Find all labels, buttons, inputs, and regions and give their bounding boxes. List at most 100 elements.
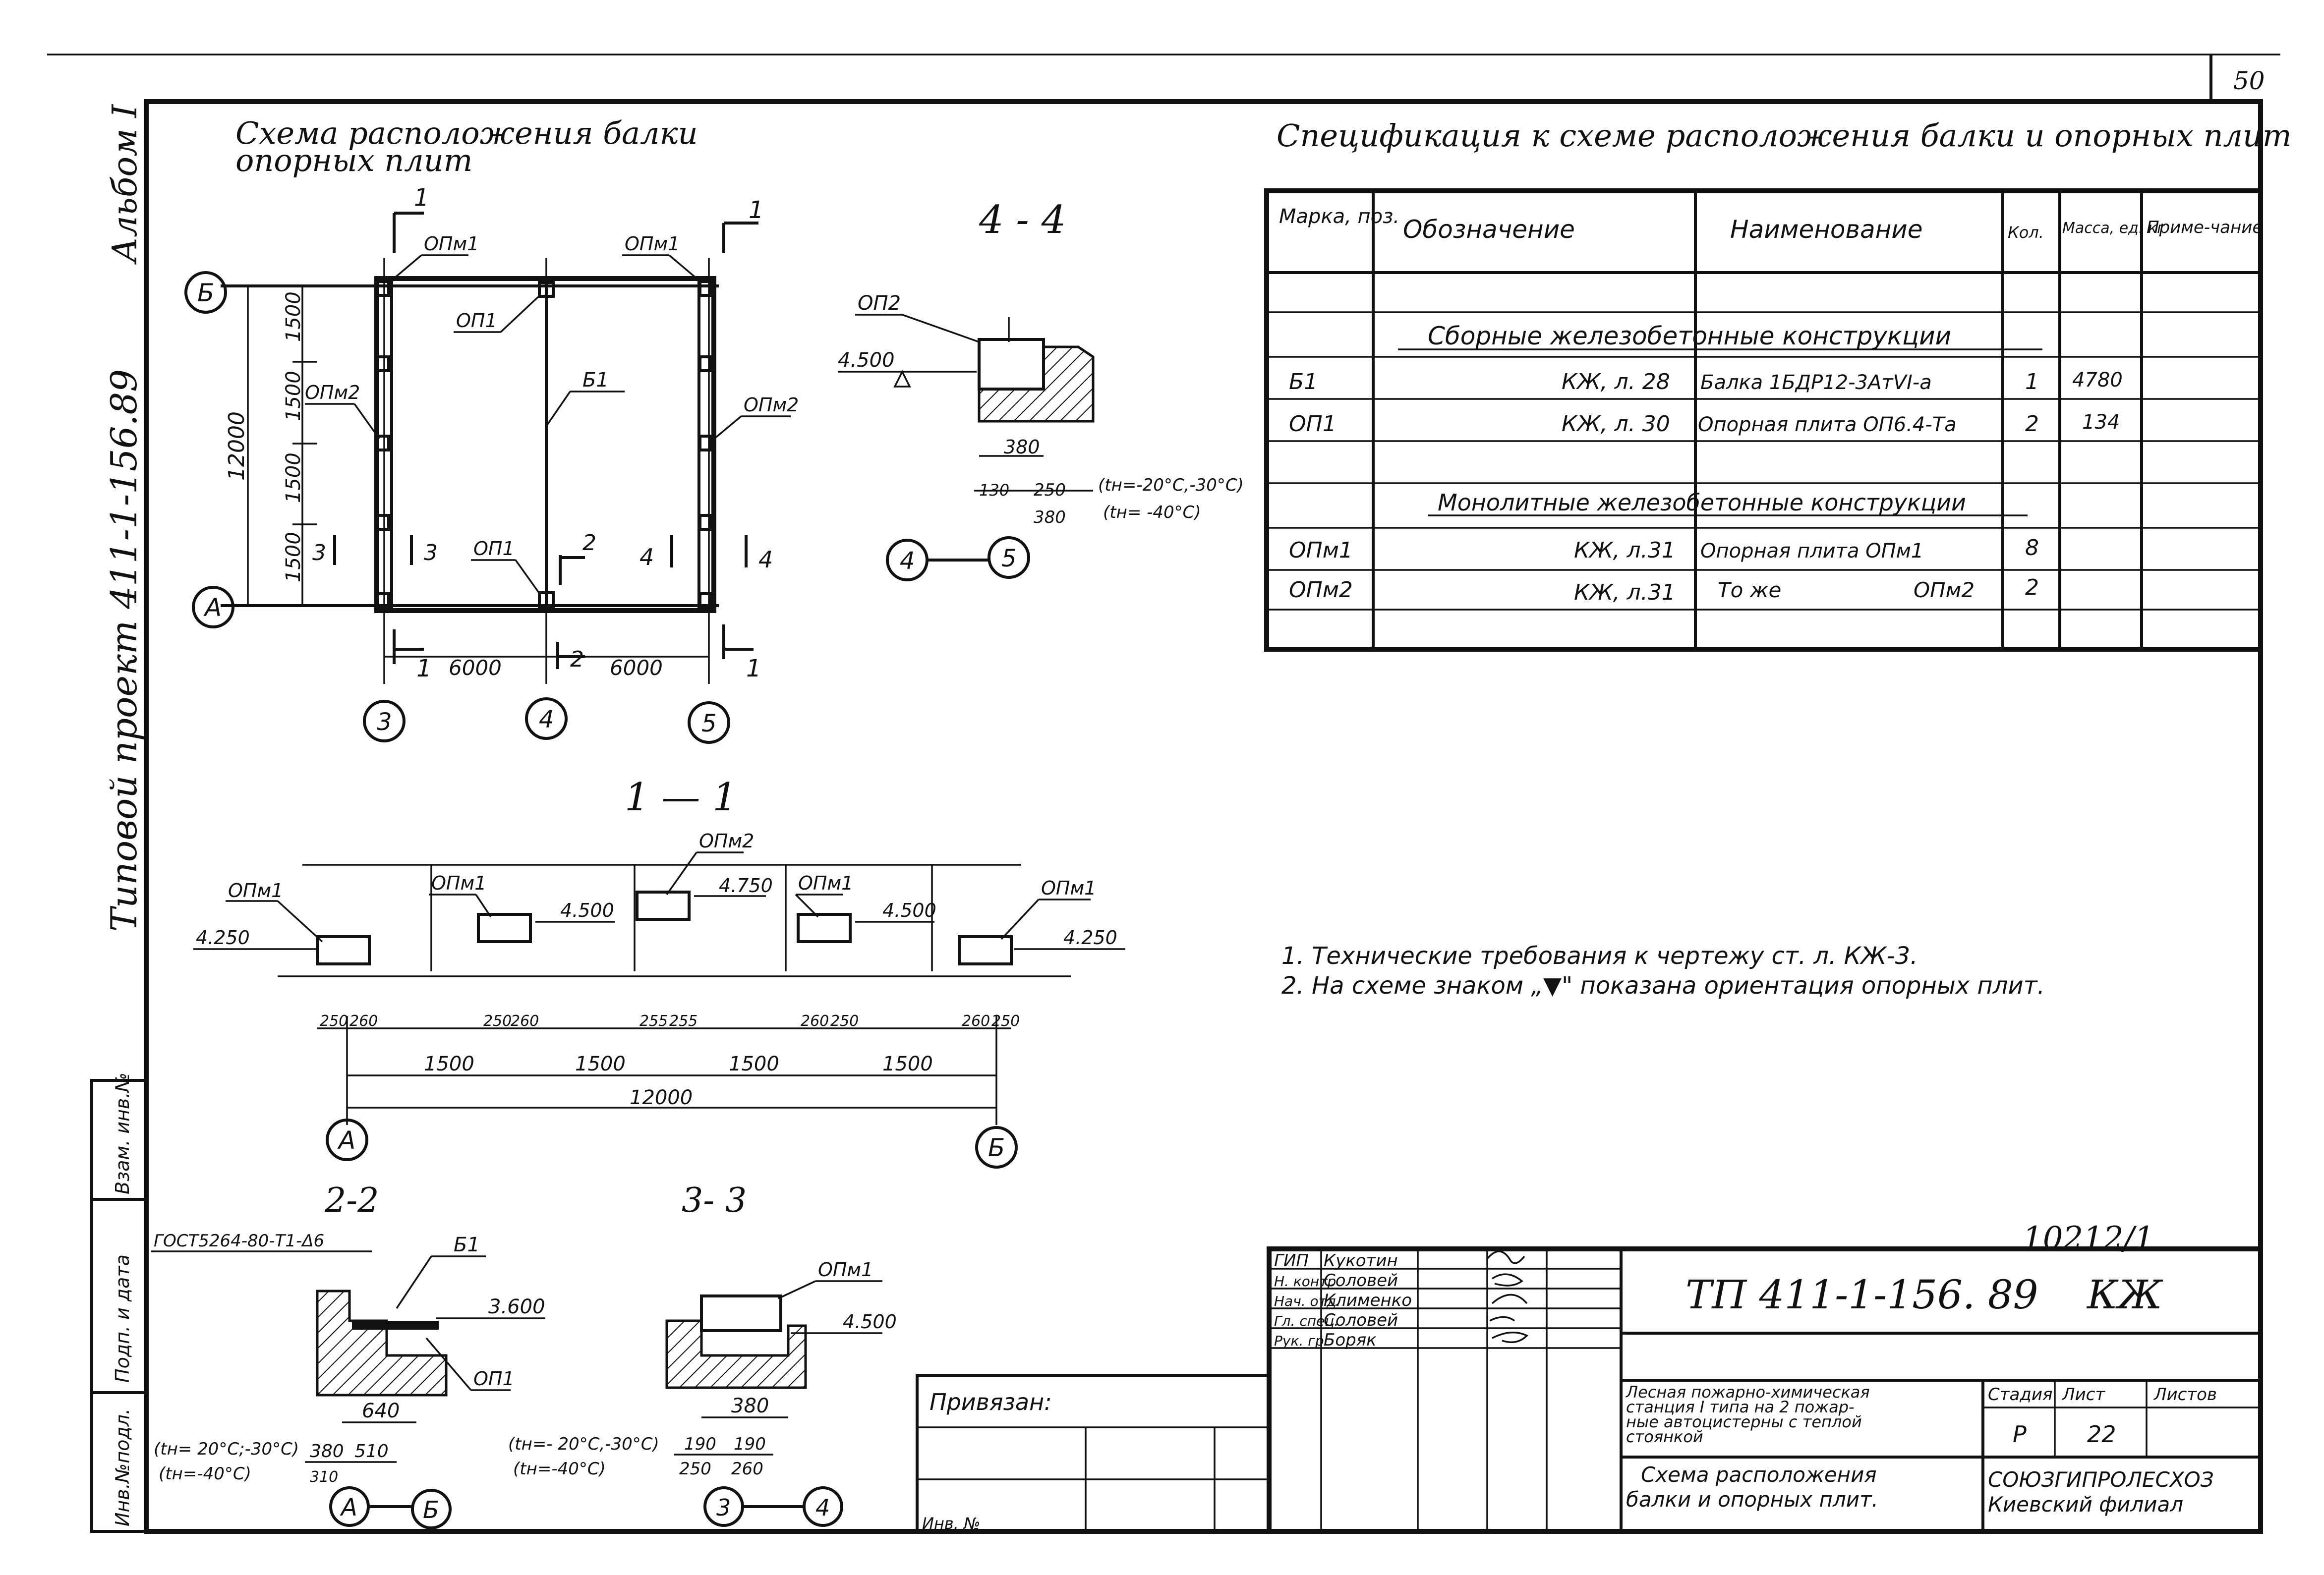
role-gip: ГИП — [1274, 1251, 1309, 1271]
axis-col-4: 4 — [539, 706, 554, 733]
role-norm: Н. контр — [1274, 1273, 1336, 1290]
spec-row2-name: Опорная плита ОП6.4-Та — [1698, 413, 1957, 436]
section-1-1: 1 — 1 ОПм1 ОПм1 ОПм2 ОПм1 ОПм1 4.250 4.5… — [193, 775, 1125, 1169]
plan-title-2: опорных плит — [235, 142, 472, 178]
section11-d2: 260 — [349, 1012, 378, 1030]
section11-span-1: 1500 — [424, 1053, 474, 1075]
section11-level-3: 4.750 — [719, 875, 773, 897]
section11-axis-A: А — [337, 1126, 355, 1155]
axis-row-A: А — [203, 593, 222, 622]
axis-col-5: 5 — [701, 710, 717, 737]
section22-level: 3.600 — [488, 1295, 545, 1318]
spec-row1-name: Балка 1БДР12-3АтVI-а — [1700, 371, 1932, 394]
section22-dim380: 380 — [310, 1441, 344, 1462]
section33-label: ОПм1 — [818, 1259, 873, 1281]
section11-span-4: 1500 — [882, 1053, 933, 1075]
section11-opm1-b: ОПм1 — [431, 872, 486, 894]
section11-d8: 250 — [830, 1012, 859, 1030]
spec-row2-mass: 134 — [2082, 411, 2120, 434]
sheet-title-2: балки и опорных плит. — [1626, 1487, 1878, 1512]
section33-axis-from: 3 — [716, 1494, 731, 1521]
section33-d260: 260 — [731, 1459, 763, 1479]
spec-row4-name2: ОПм2 — [1914, 578, 1975, 602]
section33-dim380: 380 — [731, 1395, 769, 1417]
section44-dim-a: 130 — [979, 481, 1009, 500]
section11-axis-B: Б — [988, 1133, 1005, 1162]
spec-row2-designation: КЖ, л. 30 — [1562, 411, 1670, 437]
name-4: Соловей — [1324, 1310, 1398, 1330]
stamp-replaced-inv: Взам. инв.№ — [112, 1072, 133, 1194]
name-3: Клименко — [1324, 1291, 1412, 1310]
page-number: 50 — [2233, 66, 2265, 95]
stamp-signature-date: Подп. и дата — [112, 1254, 133, 1383]
spec-h-designation: Обозначение — [1403, 215, 1575, 244]
cut-3b: 3 — [424, 540, 438, 565]
section44-title: 4 - 4 — [979, 198, 1066, 242]
section22-dim510: 510 — [354, 1441, 389, 1462]
section33-title: 3- 3 — [682, 1181, 747, 1220]
plan-label-opm2-left: ОПм2 — [305, 382, 360, 403]
section11-level-1: 4.250 — [196, 927, 250, 949]
section44-axis-to: 5 — [1001, 545, 1017, 572]
sheet-value: 22 — [2087, 1421, 2116, 1448]
spec-h-qty: Кол. — [2008, 223, 2044, 242]
name-5: Боряк — [1324, 1330, 1377, 1350]
section33-d190a: 190 — [684, 1434, 716, 1454]
section11-d5: 255 — [639, 1012, 668, 1030]
section11-level-5: 4.250 — [1063, 927, 1117, 949]
spec-group-1: Сборные железобетонные конструкции — [1428, 322, 1951, 350]
section-2-2: 2-2 ГОСТ5264-80-Т1-Δ6 Б1 3.600 ОП1 640 3… — [151, 1181, 545, 1529]
object-title-1: Лесная пожарно-химическая — [1626, 1383, 1870, 1402]
side-album: Альбом I — [106, 104, 145, 265]
spec-row4-mark: ОПм2 — [1289, 577, 1353, 603]
spec-row3-designation: КЖ, л.31 — [1574, 538, 1676, 563]
section44-axis-from: 4 — [900, 547, 915, 575]
plan-dim-v3: 1500 — [282, 452, 305, 503]
name-1: Кукотин — [1324, 1251, 1398, 1271]
cut-1c: 1 — [416, 655, 432, 682]
section33-d250: 250 — [679, 1459, 711, 1479]
section11-d3: 250 — [483, 1012, 512, 1030]
inv-label: Инв. № — [922, 1514, 980, 1533]
section11-span-3: 1500 — [729, 1053, 779, 1075]
spec-row3-qty: 8 — [2025, 535, 2039, 561]
section11-opm2: ОПм2 — [699, 830, 754, 852]
plan-label-opm1-right: ОПм1 — [625, 233, 680, 255]
section44-temp1: (tн=-20°C,-30°C) — [1098, 475, 1244, 495]
plan-dim-v1: 1500 — [282, 291, 305, 342]
spec-row4-designation: КЖ, л.31 — [1574, 580, 1676, 605]
section11-level-2: 4.500 — [560, 900, 614, 921]
section33-temp2: (tн=-40°C) — [513, 1459, 606, 1479]
signatures — [1486, 1250, 1528, 1344]
plan-dim-v2: 1500 — [282, 371, 305, 421]
cut-4a: 4 — [639, 544, 654, 570]
spec-row3-mark: ОПм1 — [1289, 538, 1353, 563]
plan-dim-h1: 6000 — [449, 656, 502, 680]
section33-d190b: 190 — [734, 1434, 766, 1454]
section-3-3: 3- 3 ОПм1 4.500 380 190 190 250 260 (tн=… — [508, 1181, 897, 1527]
spec-row2-mark: ОП1 — [1289, 411, 1336, 437]
section44-dim-c: 380 — [1034, 507, 1066, 527]
spec-row1-mass: 4780 — [2072, 369, 2123, 392]
section44-dim-width: 380 — [1004, 436, 1040, 458]
section11-span-2: 1500 — [575, 1053, 626, 1075]
doc-mark: КЖ — [2086, 1272, 2163, 1318]
spec-h-note: Приме-чание — [2147, 218, 2263, 237]
section22-temp1: (tн= 20°C;-30°C) — [154, 1439, 299, 1459]
section11-d4: 260 — [511, 1012, 539, 1030]
cut-4b: 4 — [758, 546, 773, 573]
specification: Спецификация к схеме расположения балки … — [1264, 117, 2292, 652]
org-2: Киевский филиал — [1988, 1492, 2183, 1517]
role-chief: Гл. спец. — [1274, 1313, 1338, 1329]
object-title-2: станция I типа на 2 пожар- — [1626, 1398, 1855, 1416]
spec-h-mass: Масса, ед. кг — [2062, 220, 2165, 237]
section11-d7: 260 — [801, 1012, 829, 1030]
note-2: 2. На схеме знаком „▼" показана ориентац… — [1281, 972, 2045, 1000]
section11-d1: 250 — [320, 1012, 348, 1030]
section22-op1: ОП1 — [473, 1368, 515, 1390]
note-1: 1. Технические требования к чертежу ст. … — [1281, 942, 1917, 970]
sheet-label: Лист — [2061, 1385, 2105, 1405]
name-2: Соловей — [1324, 1271, 1398, 1291]
stage-value: Р — [2013, 1421, 2027, 1448]
